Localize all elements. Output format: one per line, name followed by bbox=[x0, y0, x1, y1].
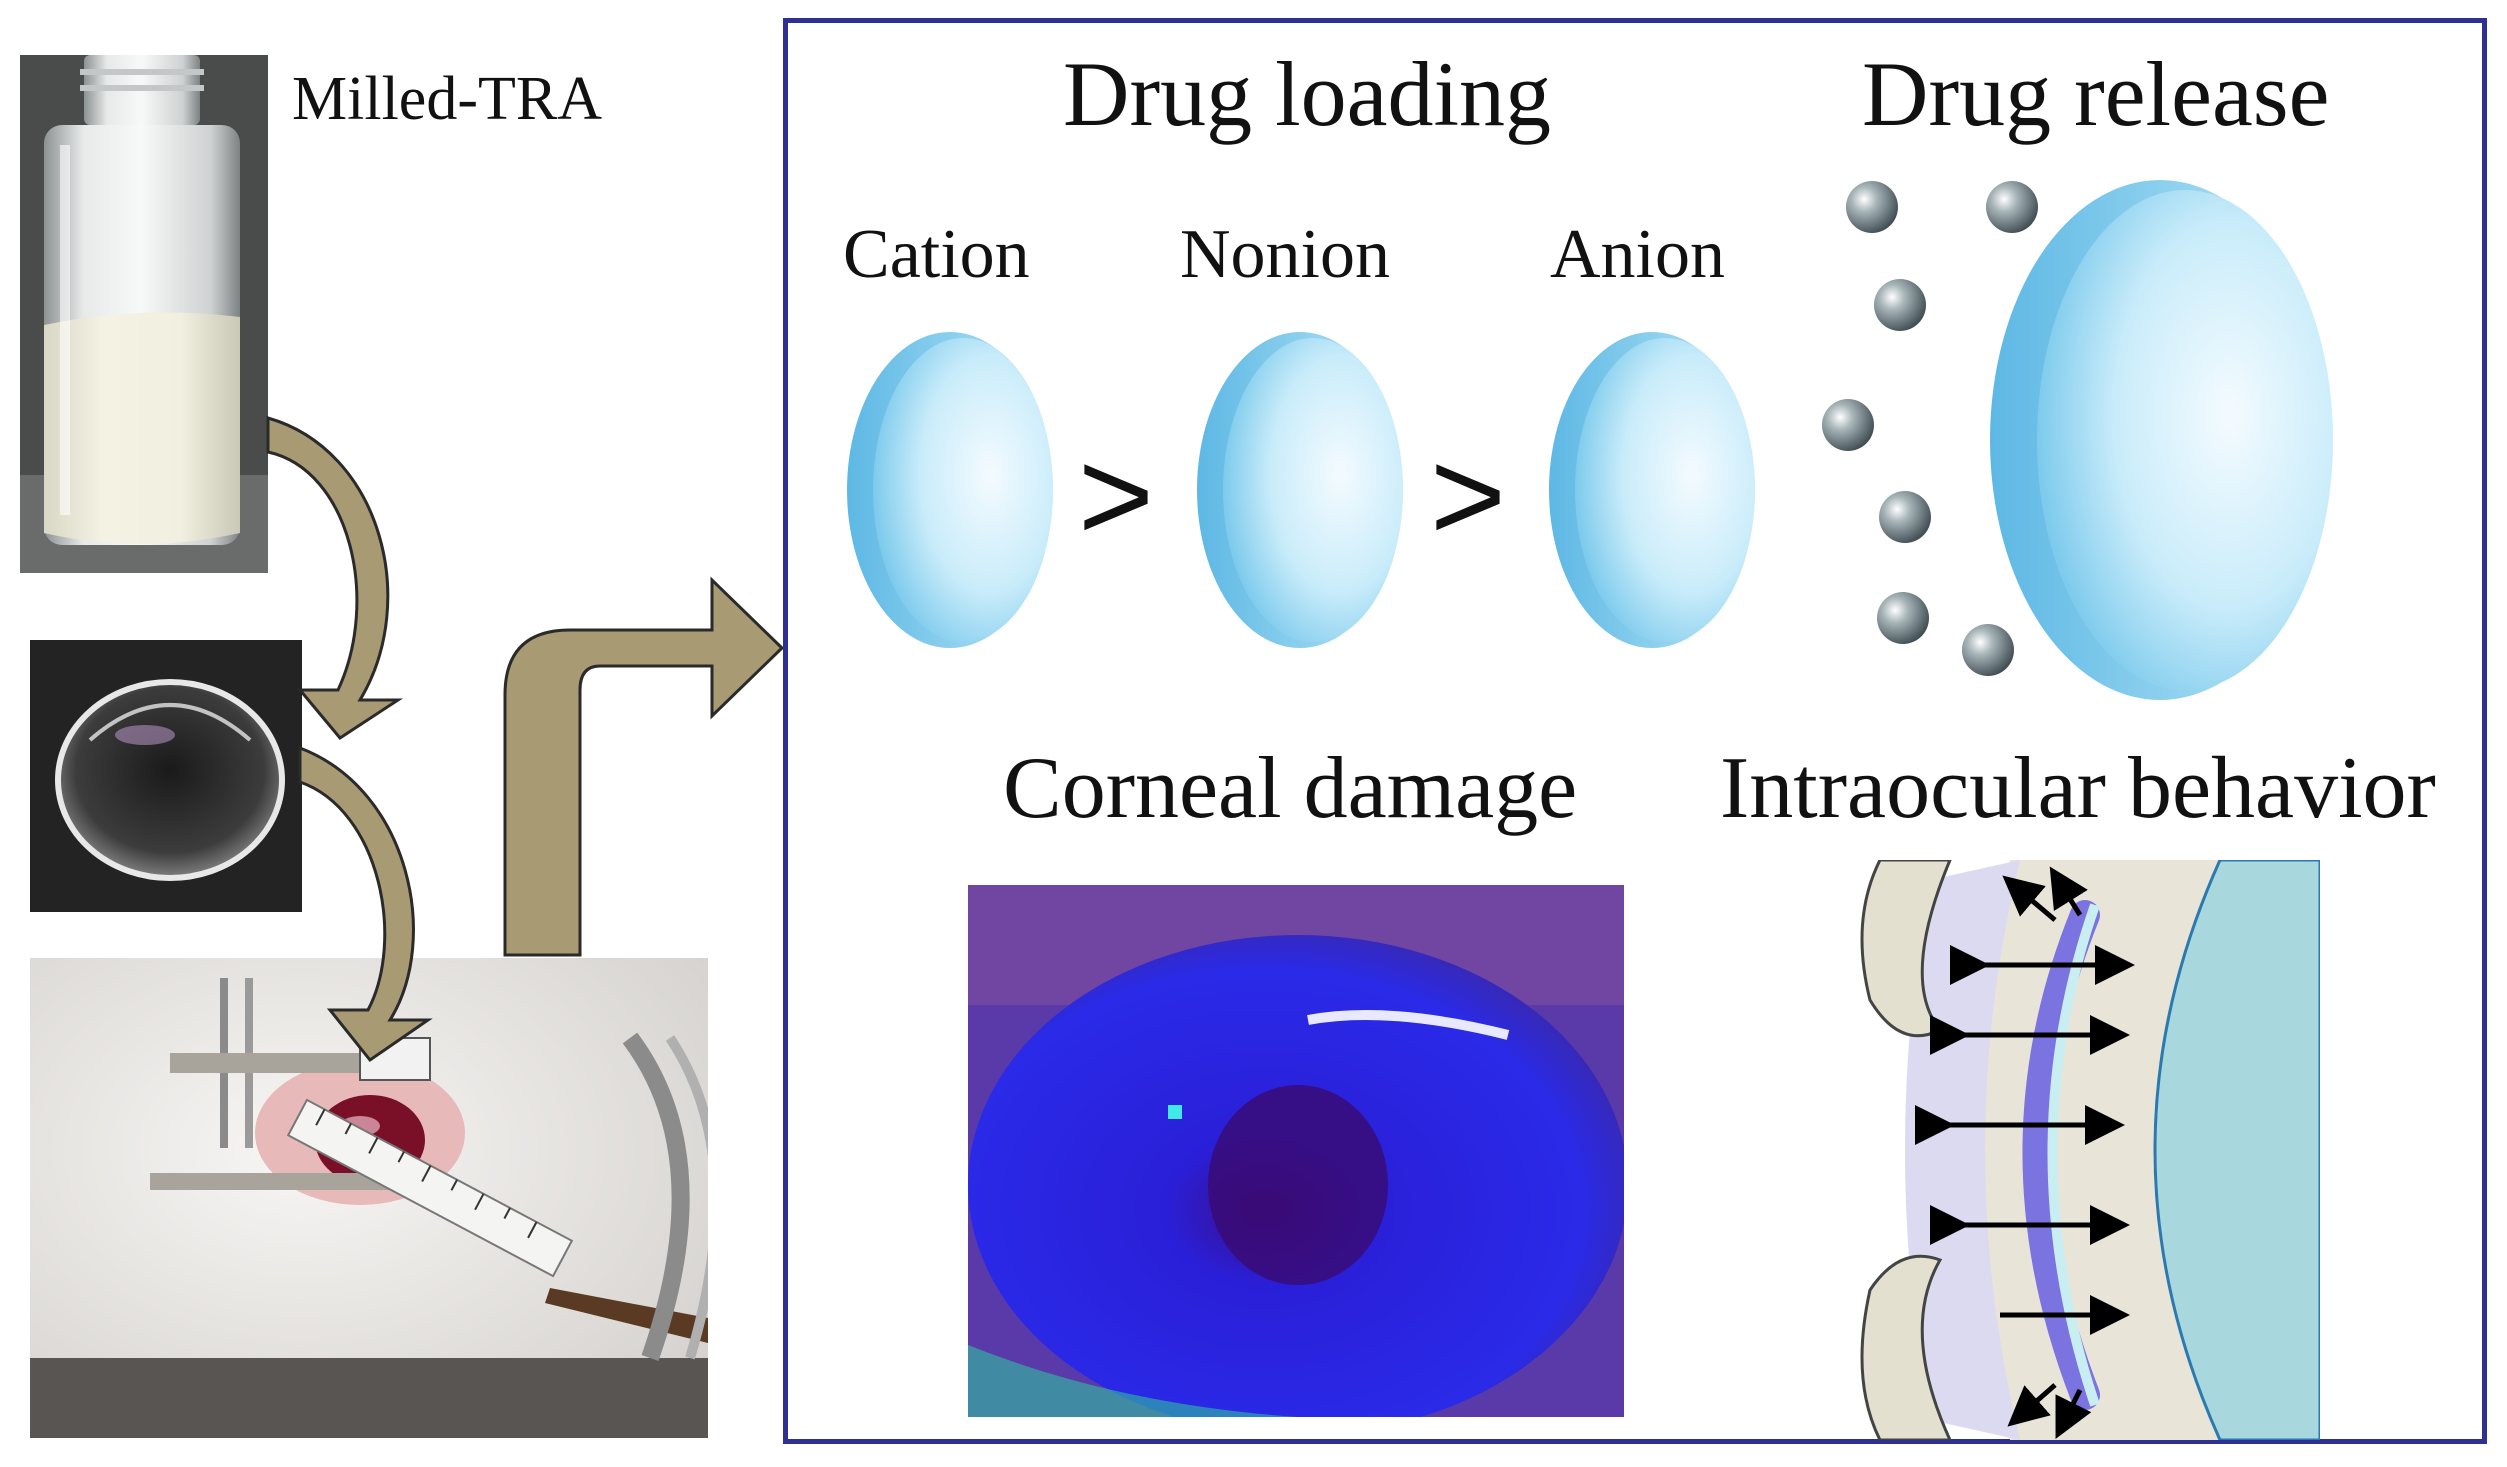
lens-cation bbox=[847, 332, 1053, 648]
lower-eyelid bbox=[1860, 1254, 1952, 1440]
contact-lens-photo bbox=[30, 640, 302, 912]
comparison-symbol-2: > bbox=[1430, 422, 1506, 568]
comparison-symbol-1: > bbox=[1078, 422, 1154, 568]
drug-particles bbox=[1822, 181, 2038, 676]
corneal-fluorescein-photo bbox=[968, 885, 1624, 1417]
vial-photo bbox=[20, 55, 268, 573]
vial-label: Milled-TRA bbox=[292, 65, 602, 133]
corneal-damage-title: Corneal damage bbox=[1003, 740, 1578, 837]
lens-type-anion: Anion bbox=[1550, 216, 1725, 293]
arrow-lens-to-eye bbox=[298, 745, 433, 1063]
intraocular-title: Intraocular behavior bbox=[1720, 740, 2436, 837]
upper-eyelid bbox=[1860, 860, 1952, 1038]
lens-nonion bbox=[1197, 332, 1403, 648]
lens-release bbox=[1990, 180, 2333, 700]
lens-anion bbox=[1549, 332, 1755, 648]
arrow-to-panel bbox=[503, 576, 785, 957]
rabbit-eye-photo bbox=[30, 958, 708, 1438]
lens-type-cation: Cation bbox=[843, 216, 1030, 293]
lens-type-nonion: Nonion bbox=[1180, 216, 1390, 293]
drug-release-title: Drug release bbox=[1862, 43, 2330, 145]
results-panel bbox=[783, 18, 2487, 1444]
arrow-vial-to-lens bbox=[266, 416, 404, 740]
intraocular-diagram bbox=[1860, 860, 2320, 1440]
drug-loading-title: Drug loading bbox=[1063, 43, 1552, 145]
